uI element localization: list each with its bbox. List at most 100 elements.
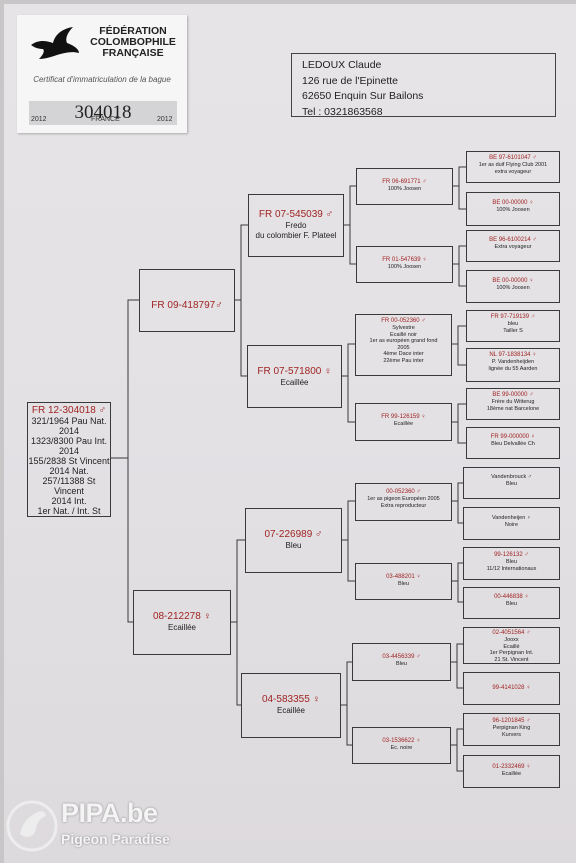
pigeon-ring: 00-446838 ♀ <box>494 594 529 600</box>
gg-grandparent-box: BE 00-00000 ♀ 100% Joosen <box>466 192 560 226</box>
gg-grandparent-box: BE 99-00000 ♂ Frère du Witterug 18ème na… <box>466 388 560 420</box>
pigeon-ring: BE 96-6100214 ♂ <box>489 237 537 243</box>
pigeon-info: 1er Nat. / Int. St Vincent <box>37 506 101 516</box>
great-grandparent-box: FR 01-547639 ♀ 100% Joosen <box>356 246 453 283</box>
pigeon-info: Extra reproducteur <box>380 502 427 509</box>
pigeon-ring: FR 99-000000 ♀ <box>490 434 536 440</box>
pigeon-info: 2014 Nat. <box>49 466 89 476</box>
pigeon-ring: 99-126132 ♂ <box>494 552 529 558</box>
pigeon-ring: FR 07-571800 ♀ <box>257 366 332 377</box>
sire-box: FR 09-418797♂ <box>139 269 235 332</box>
pigeon-ring: 04-583355 ♀ <box>261 694 321 705</box>
gg-grandparent-box: BE 97-6101047 ♂ 1er as duif Flying Club … <box>466 151 560 183</box>
pigeon-info: Ecaillée <box>393 421 414 427</box>
pigeon-ring: 99-4141028 ♀ <box>492 685 531 691</box>
great-grandparent-box: FR 99-126159 ♀ Ecaillée <box>355 403 452 441</box>
pigeon-ring: 96-1201845 ♂ <box>492 718 531 724</box>
gg-grandparent-box: NL 97-1838134 ♀ P. Vandenheijden lignée … <box>466 348 560 382</box>
pigeon-ring: 08-212278 ♀ <box>152 611 212 622</box>
pigeon-info: Jooxx <box>504 637 519 643</box>
pigeon-info: Ec. noire <box>390 745 413 751</box>
pigeon-info: Ecaillée <box>280 378 309 387</box>
pigeon-info: 100% Joosen <box>496 207 530 213</box>
pigeon-ring: BE 99-00000 ♂ <box>492 392 534 398</box>
pigeon-info: bleu <box>507 321 519 327</box>
gg-grandparent-box: BE 00-00000 ♀ 100% Joosen <box>466 270 560 303</box>
pigeon-info: Frère du Witterug <box>491 399 535 405</box>
pigeon-ring: BE 97-6101047 ♂ <box>489 155 537 161</box>
pigeon-info: 18ème nat Barcelone <box>486 405 540 412</box>
pigeon-info: Sylvestre <box>392 325 415 331</box>
pigeon-emblem-icon <box>6 800 58 852</box>
ring-number: 304018 <box>29 101 177 125</box>
pigeon-ring: FR 07-545039 ♂ <box>258 209 334 220</box>
pigeon-info: Bleu <box>505 480 517 487</box>
subject-pigeon: FR 12-304018 ♂ 321/1964 Pau Nat. 2014 13… <box>27 402 111 517</box>
pigeon-info: Bleu <box>505 559 517 565</box>
pigeon-info: Extra voyageur <box>494 244 532 250</box>
pigeon-info: Vandenbrouck ♂ <box>491 474 532 480</box>
watermark-title: PIPA.be <box>61 798 158 828</box>
year-left: 2012 <box>31 116 47 123</box>
pigeon-info: Bleu <box>505 601 517 607</box>
owner-address-box: LEDOUX Claude 126 rue de l'Epinette 6265… <box>291 53 556 118</box>
gg-grandparent-box: 01-2332469 ♀ Ecaillée <box>463 755 560 788</box>
pigeon-info: Ecaillée <box>167 623 196 632</box>
ring-certificate: FÉDÉRATION COLOMBOPHILE FRANÇAISE Certif… <box>17 15 187 133</box>
gg-grandparent-box: 99-126132 ♂ Bleu 11/12 Internationaux <box>463 547 560 580</box>
pigeon-info: lignée du 55 Aarden <box>488 365 538 372</box>
pigeon-ring: FR 99-126159 ♀ <box>381 414 426 420</box>
pigeon-info: Ecaillée <box>501 771 522 777</box>
great-grandparent-box: 03-488201 ♀ Bleu <box>355 563 452 600</box>
pedigree-sheet <box>4 4 576 863</box>
pigeon-info: du colombier F. Plateel <box>255 231 337 240</box>
pigeon-info: 2014 Int. <box>51 496 87 506</box>
grandparent-box: FR 07-571800 ♀ Ecaillée <box>247 345 342 408</box>
pigeon-info: 1er as duif Flying Club 2001 <box>478 162 548 168</box>
pigeon-ring: FR 09-418797♂ <box>151 300 223 311</box>
pigeon-ring: 03-488201 ♀ <box>386 574 421 580</box>
gg-grandparent-box: 02-4051564 ♂ Jooxx Ecaillé 1er Perpignan… <box>463 627 560 664</box>
pigeon-info: Ecaillé <box>503 643 520 650</box>
great-grandparent-box: 03-4456339 ♂ Bleu <box>352 643 451 681</box>
grandparent-box: 07-226989 ♂ Bleu <box>245 508 342 573</box>
gg-grandparent-box: FR 99-000000 ♀ Bleu Delvallée Ch <box>466 427 560 459</box>
pigeon-ring: NL 97-1838134 ♀ <box>489 352 537 358</box>
pigeon-info: Bleu <box>285 541 302 550</box>
pigeon-info: 155/2838 St Vincent <box>28 456 110 466</box>
pigeon-info: 100% Joosen <box>387 186 422 192</box>
pigeon-info: 2005 <box>397 344 410 351</box>
pigeon-ring: 07-226989 ♂ <box>264 529 323 540</box>
dam-box: 08-212278 ♀ Ecaillée <box>133 590 231 655</box>
watermark-subtitle: Pigeon Paradise <box>61 831 170 847</box>
pigeon-info: 100% Joosen <box>387 264 422 270</box>
pigeon-ring: 03-1536622 ♀ <box>382 738 421 744</box>
pigeon-ring: BE 00-00000 ♀ <box>492 200 534 206</box>
pigeon-info: 4ème Dace inter <box>383 351 424 357</box>
great-grandparent-box: FR 06-691771 ♂ 100% Joosen <box>356 168 453 205</box>
certificate-caption: Certificat d'immatriculation de la bague <box>33 75 171 84</box>
pigeon-ring: FR 12-304018 ♂ <box>31 405 107 416</box>
pigeon-ring: 02-4051564 ♂ <box>492 630 531 636</box>
pigeon-ring: 01-2332469 ♀ <box>492 764 531 770</box>
pigeon-info: Bleu Delvallée Ch <box>491 441 535 447</box>
pigeon-info: Perpignan King <box>492 725 531 731</box>
pigeon-info: 21 St. Vincent <box>494 656 529 663</box>
grandparent-box: FR 07-545039 ♂ Fredo du colombier F. Pla… <box>248 194 344 257</box>
great-grandparent-box: 03-1536622 ♀ Ec. noire <box>352 727 451 764</box>
pigeon-ring: FR 00-052360 ♂ <box>381 318 426 324</box>
pipa-watermark: PIPA.be Pigeon Paradise <box>6 796 176 858</box>
pigeon-info: 1er as européen grand fond <box>369 338 438 344</box>
pigeon-info: 1323/8300 Pau Int. 2014 <box>30 436 108 456</box>
gg-grandparent-box: 00-446838 ♀ Bleu <box>463 587 560 619</box>
owner-city: 62650 Enquin Sur Bailons <box>302 90 424 102</box>
pigeon-info: Noire <box>504 521 519 528</box>
pigeon-ring: FR 01-547639 ♀ <box>382 257 427 263</box>
federation-name: FÉDÉRATION COLOMBOPHILE FRANÇAISE <box>90 25 176 59</box>
gg-grandparent-box: BE 96-6100214 ♂ Extra voyageur <box>466 230 560 262</box>
pigeon-info: 1er Perpignan Int. <box>489 650 534 656</box>
pigeon-info: 11/12 Internationaux <box>486 565 537 572</box>
year-right: 2012 <box>157 116 173 123</box>
pigeon-ring: BE 00-00000 ♀ <box>492 278 534 284</box>
